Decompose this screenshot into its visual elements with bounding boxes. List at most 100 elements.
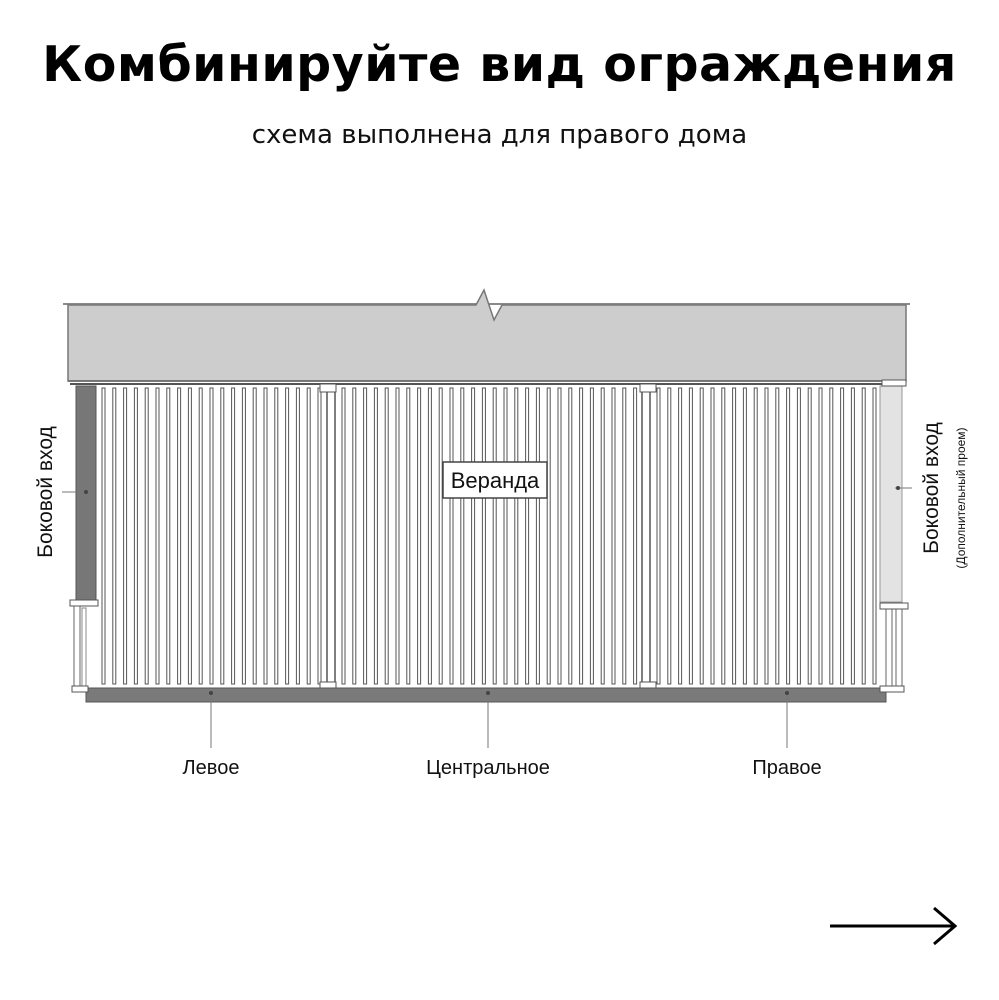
baluster-right — [710, 387, 715, 685]
post-center-right — [641, 385, 651, 687]
veranda-label-box — [442, 461, 548, 499]
right-entrance-dot — [896, 486, 900, 490]
baluster-left — [166, 387, 171, 685]
baluster-right — [829, 387, 834, 685]
baluster-center — [417, 387, 422, 685]
section-center-label: Центральное — [426, 757, 550, 779]
baluster-left — [231, 387, 236, 685]
leader-right-dot — [785, 691, 789, 695]
baluster-left — [123, 387, 128, 685]
baluster-center — [622, 387, 627, 685]
baluster-right — [840, 387, 845, 685]
baluster-left — [220, 387, 225, 685]
post-left-center-clamp-top — [319, 383, 337, 393]
section-left-label: Левое — [183, 757, 240, 779]
baluster-center — [503, 387, 508, 685]
baluster-right — [861, 387, 866, 685]
arrow-right-icon[interactable] — [828, 905, 960, 947]
baluster-left — [187, 387, 192, 685]
baluster-center — [633, 387, 638, 685]
baluster-left — [285, 387, 290, 685]
baluster-right — [764, 387, 769, 685]
left-entrance-dot — [84, 490, 88, 494]
baluster-center — [427, 387, 432, 685]
right-side-entrance-panel — [879, 385, 903, 603]
baluster-center — [514, 387, 519, 685]
baluster-center — [600, 387, 605, 685]
left-side-lower-post-inner — [81, 607, 87, 691]
baluster-center — [568, 387, 573, 685]
baluster-left — [317, 387, 322, 685]
baluster-left — [133, 387, 138, 685]
baluster-center — [460, 387, 465, 685]
baluster-left — [306, 387, 311, 685]
baluster-left — [155, 387, 160, 685]
baluster-left — [263, 387, 268, 685]
post-center-right-clamp-top — [639, 383, 657, 393]
baluster-center — [384, 387, 389, 685]
right-side-clamp — [879, 602, 909, 610]
right-side-lower-post-inner — [895, 605, 903, 691]
baluster-center — [481, 387, 486, 685]
right-side-entrance-label: Боковой вход — [920, 422, 943, 554]
baluster-center — [492, 387, 497, 685]
baluster-center — [525, 387, 530, 685]
baluster-right — [721, 387, 726, 685]
baluster-right — [818, 387, 823, 685]
baluster-right — [775, 387, 780, 685]
veranda-label: Веранда — [451, 468, 540, 493]
baluster-center — [611, 387, 616, 685]
page-title: Комбинируйте вид ограждения — [42, 36, 957, 93]
baluster-center — [352, 387, 357, 685]
baluster-center — [589, 387, 594, 685]
page-subtitle: схема выполнена для правого дома — [251, 120, 748, 150]
baluster-right — [753, 387, 758, 685]
leader-center-dot — [486, 691, 490, 695]
baluster-left — [198, 387, 203, 685]
left-side-clamp — [69, 599, 99, 607]
baluster-right — [807, 387, 812, 685]
baluster-left — [112, 387, 117, 685]
baluster-right — [732, 387, 737, 685]
baluster-center — [363, 387, 368, 685]
baluster-center — [341, 387, 346, 685]
baluster-right — [688, 387, 693, 685]
post-right-end — [881, 379, 907, 387]
baluster-left — [101, 387, 106, 685]
baluster-center — [449, 387, 454, 685]
baluster-center — [395, 387, 400, 685]
baluster-center — [535, 387, 540, 685]
baluster-center — [557, 387, 562, 685]
baluster-right — [872, 387, 877, 685]
baluster-center — [438, 387, 443, 685]
bottom-rail-cap-right — [879, 685, 905, 693]
right-side-entrance-note: (Дополнительный проем) — [954, 427, 968, 568]
left-side-lower-post — [73, 601, 81, 691]
post-left-center — [326, 385, 336, 687]
baluster-left — [295, 387, 300, 685]
baluster-center — [579, 387, 584, 685]
baluster-center — [471, 387, 476, 685]
baluster-group — [101, 387, 877, 685]
baluster-left — [209, 387, 214, 685]
baluster-center — [373, 387, 378, 685]
baluster-center — [546, 387, 551, 685]
baluster-right — [796, 387, 801, 685]
baluster-right — [786, 387, 791, 685]
baluster-right — [850, 387, 855, 685]
left-side-entrance-label: Боковой вход — [34, 426, 57, 558]
baluster-right — [667, 387, 672, 685]
baluster-right — [656, 387, 661, 685]
baluster-right — [742, 387, 747, 685]
baluster-left — [241, 387, 246, 685]
baluster-right — [699, 387, 704, 685]
baluster-left — [274, 387, 279, 685]
baluster-left — [177, 387, 182, 685]
baluster-center — [406, 387, 411, 685]
baluster-left — [144, 387, 149, 685]
baluster-right — [678, 387, 683, 685]
baluster-left — [252, 387, 257, 685]
leader-left-dot — [209, 691, 213, 695]
bottom-rail-cap-left — [71, 685, 89, 693]
